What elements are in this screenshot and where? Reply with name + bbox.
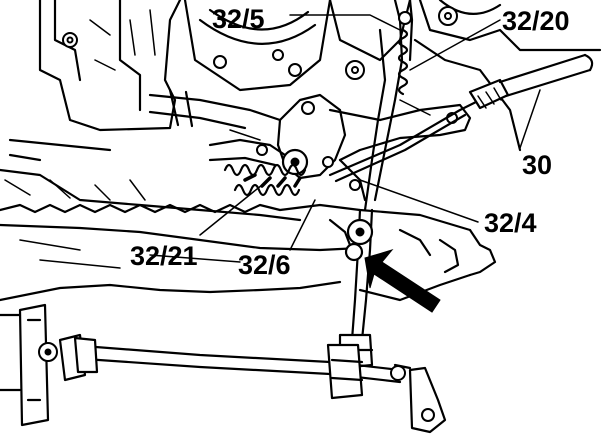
vertical-control-rod	[363, 0, 414, 212]
label-32-20: 32/20	[502, 6, 570, 36]
label-32-6: 32/6	[238, 250, 291, 280]
throttle-lever-assembly	[208, 93, 472, 202]
label-32-4: 32/4	[484, 208, 537, 238]
return-springs	[223, 163, 307, 197]
leader-lines	[199, 14, 541, 251]
lower-horizontal-rod	[0, 303, 447, 434]
direction-arrow	[364, 249, 441, 313]
accelerator-cable	[328, 53, 594, 183]
label-30: 30	[522, 150, 552, 180]
label-32-21: 32/21	[130, 241, 198, 271]
manifold-body	[0, 138, 497, 302]
label-32-5: 32/5	[212, 4, 265, 34]
engine-block	[38, 0, 602, 152]
